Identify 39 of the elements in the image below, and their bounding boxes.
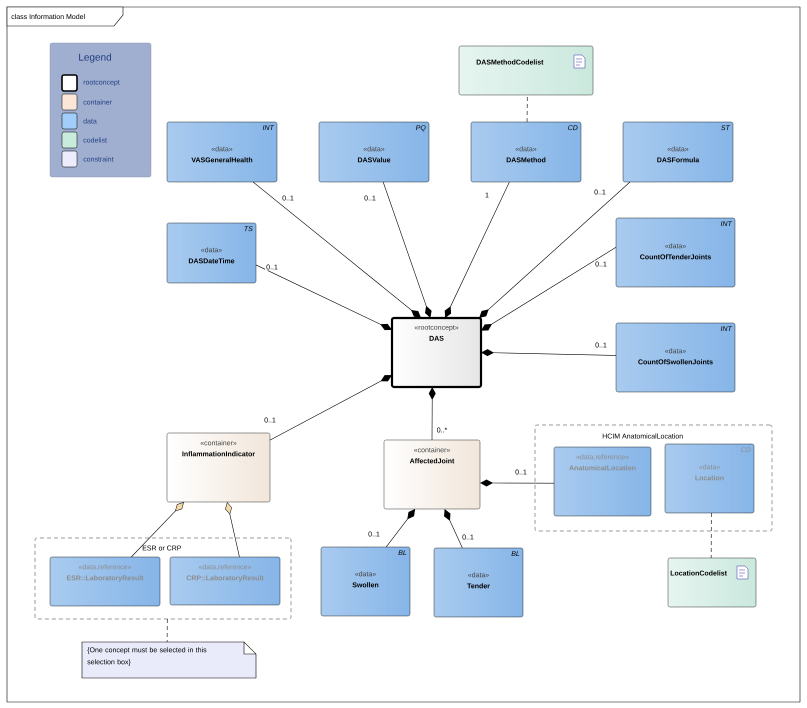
composition-line [270, 375, 392, 440]
note-box [82, 642, 256, 678]
composition-line [130, 502, 184, 558]
composition-line [386, 509, 416, 548]
dependency-line [710, 512, 712, 558]
boundary-box [534, 424, 772, 532]
dependency-line [166, 618, 168, 642]
composition-line [428, 387, 436, 440]
data-box [320, 546, 410, 616]
reference-box [554, 446, 652, 516]
data-box [616, 322, 736, 392]
composition-line [444, 509, 463, 548]
reference-box [170, 556, 280, 606]
reference-box [664, 444, 754, 514]
container-box [166, 432, 270, 502]
composition-line [225, 502, 240, 558]
container-box [384, 440, 480, 510]
composition-line [479, 182, 630, 318]
composition-line [252, 182, 421, 318]
composition-line [382, 182, 432, 318]
data-box [622, 122, 734, 182]
data-box [318, 122, 430, 182]
data-box [166, 222, 256, 284]
composition-line [480, 480, 554, 486]
codelist-box [458, 46, 594, 96]
composition-line [481, 246, 616, 331]
composition-line [444, 182, 510, 318]
composition-line [256, 264, 392, 330]
data-box [434, 548, 524, 618]
legend-title: Legend [79, 53, 112, 63]
rootconcept-box [390, 316, 482, 388]
data-box [616, 218, 736, 288]
data-box [166, 122, 278, 182]
reference-box [50, 556, 160, 606]
boundary-box [34, 538, 292, 620]
codelist-box [668, 558, 756, 608]
composition-line [481, 349, 616, 356]
data-box [470, 122, 582, 182]
dependency-line [526, 94, 528, 122]
